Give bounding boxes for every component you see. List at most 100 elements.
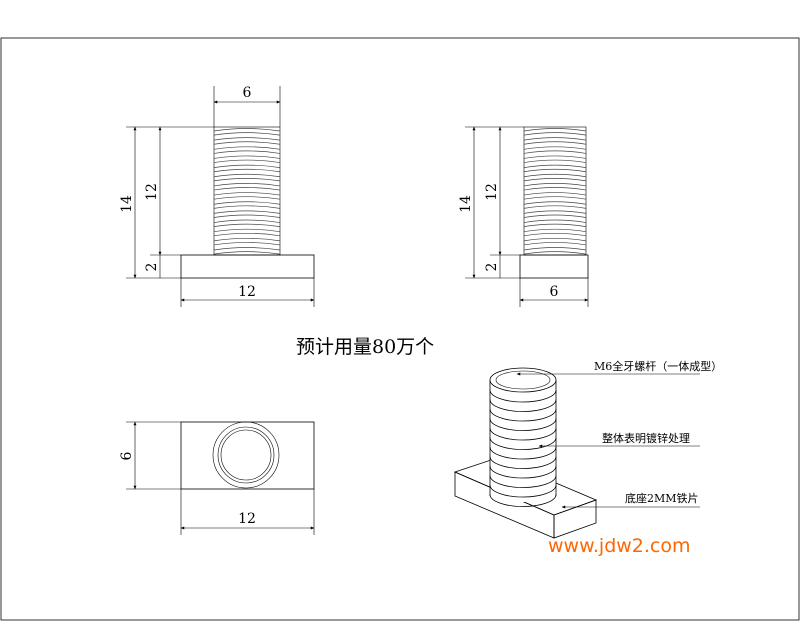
side-dim-bottom: 6 [550,284,559,300]
side-dim-left-inner: 12 [484,183,500,201]
thread-line [523,192,587,196]
thread-line [523,132,587,136]
thread-line [523,187,587,191]
thread-line [213,242,281,246]
thread-line [523,141,587,145]
iso-rod-top [489,367,557,393]
iso-rod-top-inner [495,370,551,390]
thread-line [523,242,587,246]
thread-line [523,173,587,178]
thread-line [523,168,587,173]
thread-line [523,155,587,159]
quantity-note: 预计用量80万个 [296,336,434,358]
thread-line [213,137,281,141]
thread-line [213,128,281,132]
thread-line [213,178,281,182]
top-dim-left: 6 [119,451,135,460]
watermark: www.jdw2.com [548,535,691,557]
thread-line [523,210,587,214]
thread-line [523,251,587,255]
thread-line [523,247,587,251]
thread-line [523,201,587,205]
front-dim-left-inner: 12 [144,183,160,201]
thread-line [213,150,281,154]
top-base-plate [180,421,315,490]
thread-line [523,178,587,182]
iso-thread-ring [489,456,557,469]
thread-line [213,219,281,223]
thread-line [213,173,281,178]
thread-line [213,228,281,233]
thread-line [523,232,587,237]
thread-line [523,159,587,163]
thread-line [213,232,281,237]
top-rod-outer [212,421,280,489]
thread-line [213,214,281,218]
side-base-plate [519,254,589,279]
thread-line [523,150,587,154]
iso-thread-ring [489,399,557,412]
side-view: 14 12 2 6 [458,126,589,307]
thread-line [213,251,281,255]
thread-line [213,210,281,214]
top-rod-inner [217,426,275,484]
iso-thread-ring [489,389,557,403]
iso-thread-ring [489,418,557,431]
thread-line [213,164,281,168]
label-base: 底座2MM铁片 [625,491,699,505]
thread-line [213,238,281,242]
front-dim-left-base: 2 [144,263,160,272]
front-dim-left-outer: 14 [119,195,135,213]
thread-line [213,183,281,187]
front-threads [213,128,281,255]
iso-thread-ring [489,427,557,441]
thread-line [523,183,587,187]
top-dim-bottom: 12 [238,511,256,527]
side-rod [523,126,587,256]
thread-line [213,223,281,228]
iso-thread-ring [489,437,557,450]
front-view: 6 14 12 2 12 [119,85,315,307]
thread-line [213,168,281,173]
thread-line [523,228,587,233]
top-view: 6 12 [119,421,315,535]
thread-line [523,237,587,242]
thread-line [213,159,281,163]
thread-line [213,141,281,145]
iso-thread-ring [489,408,557,422]
side-dim-left-outer: 14 [458,195,474,213]
front-dim-top: 6 [243,85,252,101]
iso-thread-ring [489,446,557,460]
thread-line [213,192,281,196]
thread-line [523,137,587,141]
thread-line [213,146,281,150]
thread-line [523,128,587,132]
side-dim-left-base: 2 [484,263,500,272]
iso-base-side [553,499,597,539]
thread-line [213,205,281,209]
label-surface: 整体表明镀锌处理 [602,431,690,445]
top-rod-core [220,429,272,481]
thread-line [213,155,281,159]
iso-thread-ring [489,475,557,488]
thread-line [523,205,587,209]
iso-thread-ring [489,494,557,507]
label-rod: M6全牙螺杆（一体成型） [594,359,722,373]
side-threads [523,128,587,255]
iso-thread-ring [489,465,557,479]
thread-line [523,196,587,200]
iso-threads [489,389,557,507]
thread-line [213,247,281,251]
front-rod [213,126,281,256]
front-dim-bottom: 12 [238,284,256,300]
thread-line [523,214,587,218]
thread-line [523,164,587,168]
thread-line [213,201,281,205]
drawing-frame [0,37,800,621]
thread-line [523,223,587,228]
thread-line [213,132,281,136]
front-base-plate [180,254,315,279]
thread-line [523,146,587,150]
iso-rod-body [490,380,556,502]
